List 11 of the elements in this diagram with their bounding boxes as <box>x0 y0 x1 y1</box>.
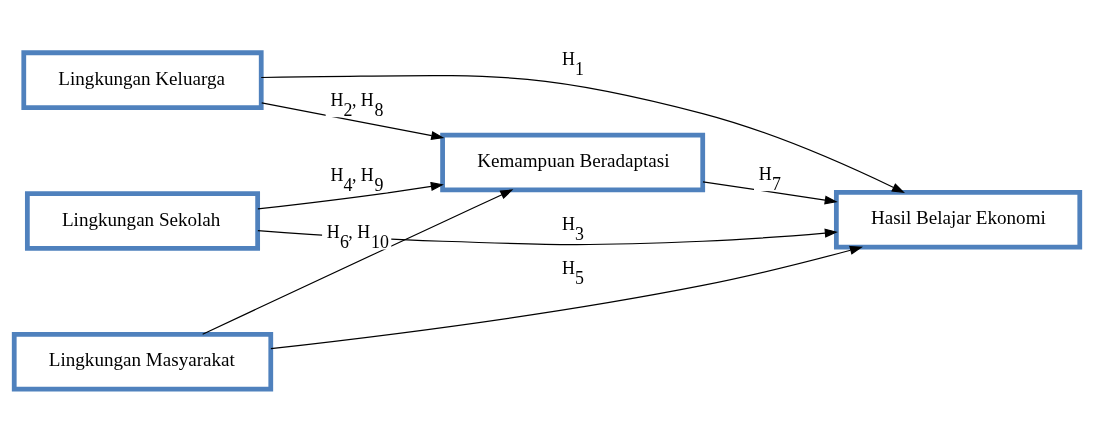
arrow <box>257 181 444 210</box>
arrow <box>270 245 863 350</box>
node-box: Kemampuan Beradaptasi <box>440 132 706 193</box>
arrow <box>257 228 838 246</box>
arrow <box>261 102 445 141</box>
node-box: Lingkungan Masyarakat <box>11 331 274 392</box>
node-box: Hasil Belajar Ekonomi <box>833 189 1083 250</box>
node-box: Lingkungan Sekolah <box>24 191 261 251</box>
arrow <box>202 189 514 335</box>
node-box: Lingkungan Keluarga <box>21 50 264 110</box>
arrow <box>702 181 838 205</box>
